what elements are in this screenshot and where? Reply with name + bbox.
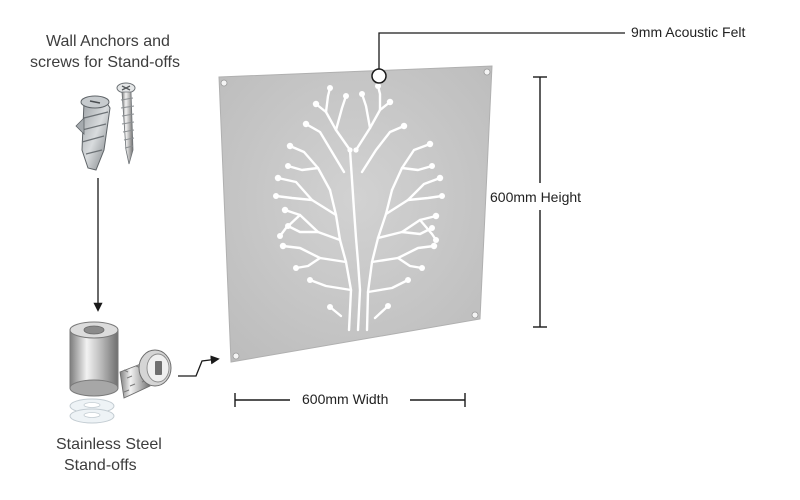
circuit-tree-nodes — [273, 83, 445, 310]
wall-anchors-label-2: screws for Stand-offs — [30, 52, 180, 73]
acoustic-felt-label-text: 9mm Acoustic Felt — [631, 24, 746, 40]
standoffs-label-line2: Stand-offs — [64, 457, 137, 474]
wall-anchor-icon — [75, 95, 111, 171]
standoffs-label: Stainless Steel — [56, 434, 162, 455]
width-label: 600mm Width — [302, 389, 388, 410]
acoustic-felt-label: 9mm Acoustic Felt — [631, 22, 745, 43]
width-label-text: 600mm Width — [302, 391, 389, 407]
acoustic-felt-panel — [218, 65, 493, 363]
standoff-cap-screw-icon — [119, 349, 172, 399]
wall-anchors-label-line2: screws for Stand-offs — [30, 54, 180, 71]
wall-anchors-label-line1: Wall Anchors and — [46, 33, 170, 50]
height-label: 600mm Height — [490, 187, 581, 208]
height-dimension — [533, 76, 547, 328]
screw-icon — [116, 82, 136, 165]
width-dimension — [234, 393, 466, 407]
standoffs-to-panel-arrow — [178, 355, 220, 377]
felt-callout — [371, 32, 625, 84]
standoffs-label-2: Stand-offs — [64, 455, 137, 476]
height-label-text: 600mm Height — [490, 189, 582, 205]
standoffs-label-line1: Stainless Steel — [56, 436, 162, 453]
wall-anchors-label: Wall Anchors and — [46, 31, 170, 52]
standoff-barrel-icon — [69, 321, 119, 424]
